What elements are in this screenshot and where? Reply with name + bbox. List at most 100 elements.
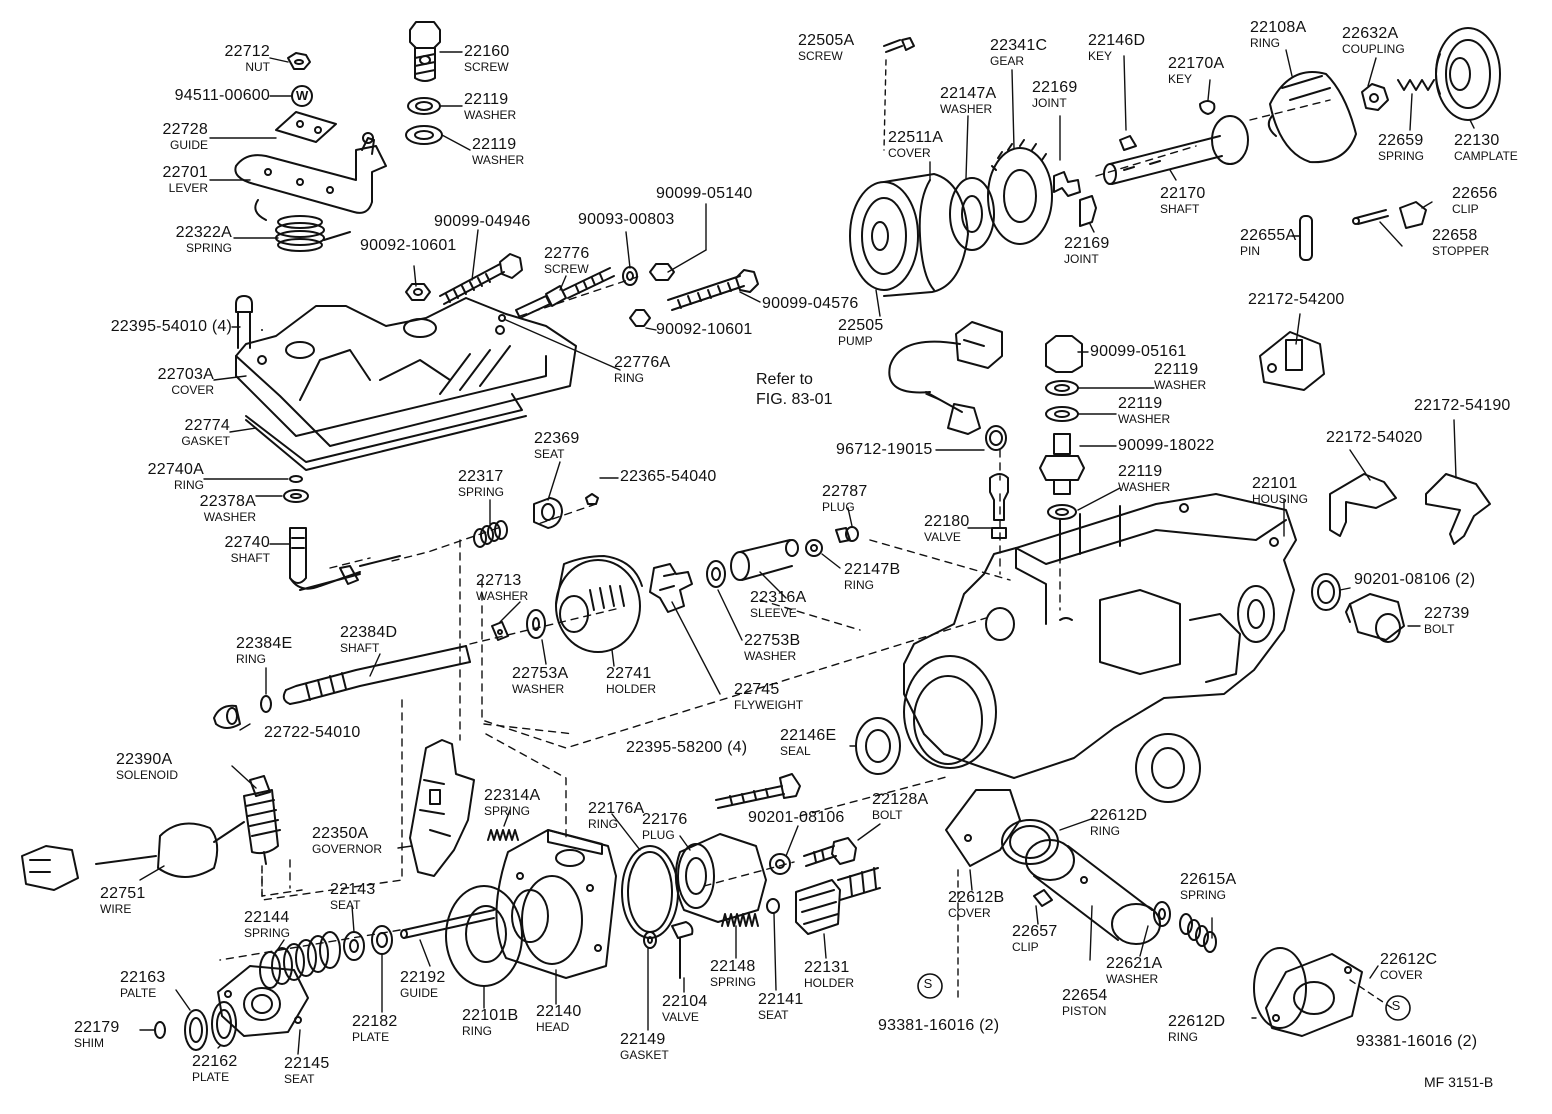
housing-22101-drawing	[903, 493, 1297, 803]
coupling-22632A-drawing	[1361, 83, 1389, 111]
shaft-22384D-drawing	[282, 645, 471, 705]
valve-22104-drawing	[671, 921, 694, 979]
s-marker-right: S	[1391, 998, 1401, 1013]
ring-22176A-drawing	[621, 845, 679, 939]
label-22172-54190: 22172-54190	[1414, 397, 1511, 414]
guide-22192-drawing	[400, 909, 495, 939]
bolt-22128A-drawing	[803, 837, 857, 867]
w-marker: W	[296, 88, 309, 103]
label-22172-54020: 22172-54020	[1326, 429, 1423, 446]
bracket-22172-54020-drawing	[1329, 473, 1397, 537]
oring-96712-drawing	[985, 425, 1007, 451]
governor-22350A-drawing	[409, 739, 475, 877]
washer-90201-a-drawing	[769, 853, 791, 875]
ring-22108A-drawing	[1267, 71, 1357, 164]
joint-22169-b-drawing	[1079, 195, 1097, 227]
label-90201-08106-b: 90201-08106 (2)	[1354, 571, 1476, 588]
label-90201-08106-a: 90201-08106	[748, 809, 845, 826]
label-22722-54010: 22722-54010	[264, 724, 361, 741]
ring-22740A-drawing	[289, 475, 303, 483]
sleeve-22316A-drawing	[730, 539, 799, 581]
valve-22180-drawing	[989, 473, 1009, 539]
figure-code: MF 3151-B	[1424, 1074, 1494, 1090]
washer-90093-drawing	[622, 266, 638, 286]
cover-22703A-drawing	[235, 297, 577, 447]
nut-90092-b-drawing	[629, 309, 651, 327]
plate-22162-drawing	[211, 1001, 237, 1047]
connector-wire-drawing	[261, 321, 1003, 435]
ring-22384E-drawing	[260, 695, 272, 713]
figure-reference-line1: Refer to	[756, 371, 813, 388]
label-96712-19015: 96712-19015	[836, 441, 933, 458]
label-93381-16016-b: 93381-16016 (2)	[1356, 1033, 1478, 1050]
ring-22147B-drawing	[805, 539, 823, 557]
screw-22505A-drawing	[883, 37, 915, 53]
plate-22182-drawing	[371, 925, 393, 955]
spring-22314A-drawing	[487, 829, 519, 841]
guide-22728-drawing	[275, 111, 337, 143]
label-90099-18022: 90099-18022	[1118, 437, 1215, 454]
lever-22701-drawing	[234, 132, 387, 214]
washer-22713-drawing	[491, 621, 509, 641]
stopper-22658-drawing	[1352, 209, 1389, 225]
label-22395-54010: 22395-54010 (4)	[110, 318, 232, 335]
label-22365-54040: 22365-54040	[620, 468, 717, 485]
label-22395-58200: 22395-58200 (4)	[626, 739, 748, 756]
ring-22612D-b-drawing	[1253, 947, 1307, 1029]
washer-22119-e-drawing	[1047, 504, 1077, 520]
figure-reference-note: Refer to FIG. 83-01	[756, 370, 832, 410]
ring-22776A-drawing	[498, 314, 506, 322]
washer-22753A-drawing	[526, 609, 546, 639]
cover-22612B-drawing	[945, 789, 1021, 867]
cover-22612C-drawing	[1265, 953, 1363, 1037]
label-90099-05161: 90099-05161	[1090, 343, 1187, 360]
ring-22101B-drawing	[445, 885, 523, 987]
bracket-22172-54200-drawing	[1259, 331, 1325, 391]
part-22365-drawing	[585, 493, 599, 505]
label-90093-00803: 90093-00803	[578, 211, 675, 228]
gasket-22149-drawing	[643, 931, 657, 949]
label-90099-05140: 90099-05140	[656, 185, 753, 202]
cap-90099-05161-drawing	[1045, 335, 1083, 373]
seal-22146E-drawing	[855, 717, 901, 775]
flyweight-22745-drawing	[649, 563, 693, 613]
washer-22621A-drawing	[1153, 901, 1171, 927]
valve-90099-18022-drawing	[1039, 433, 1085, 495]
